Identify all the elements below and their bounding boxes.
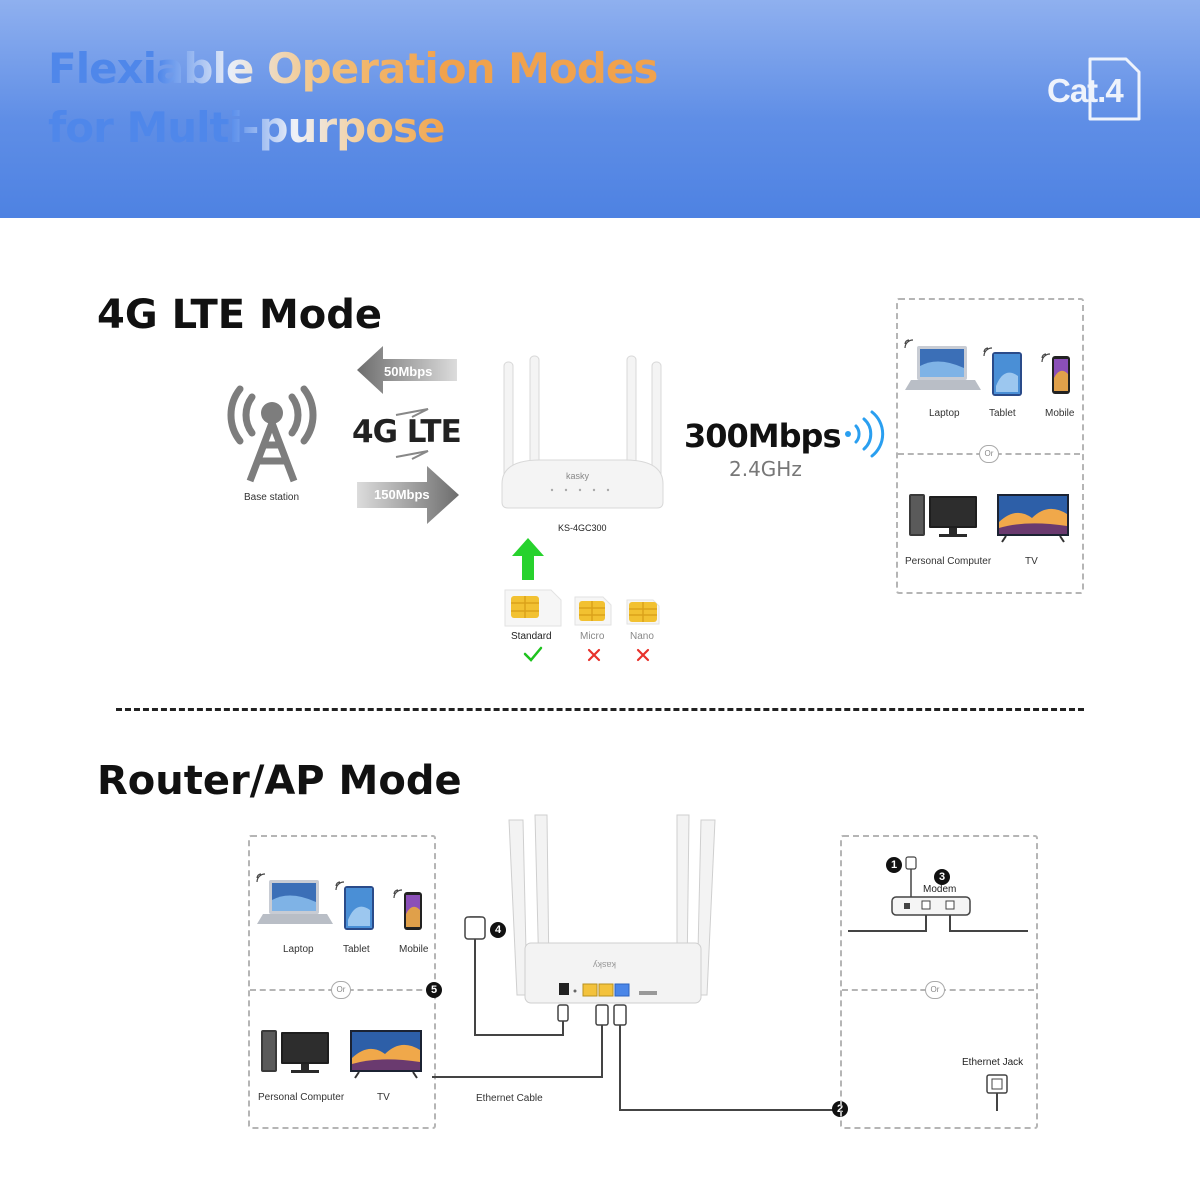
cross-icon bbox=[636, 648, 650, 662]
step-marker-5: 5 bbox=[426, 982, 442, 998]
ethernet-jack-label: Ethernet Jack bbox=[962, 1057, 1024, 1068]
headline-line-2: for Multi-purpose bbox=[48, 103, 446, 152]
lte-label: 4G LTE bbox=[352, 414, 462, 450]
tv-icon bbox=[350, 1030, 422, 1079]
step-marker-1: 1 bbox=[886, 857, 902, 873]
wifi-band-label: 2.4GHz bbox=[729, 457, 802, 481]
header-banner bbox=[0, 0, 1200, 218]
lte-device-label-tablet: Tablet bbox=[989, 408, 1016, 419]
laptop-icon bbox=[904, 339, 981, 390]
modem-label: Modem bbox=[923, 884, 957, 895]
tablet-icon bbox=[983, 347, 1022, 396]
lte-device-label-tv: TV bbox=[1025, 556, 1038, 567]
ethernet-cable-lines bbox=[432, 916, 840, 1111]
ap-device-label-pc: Personal Computer bbox=[258, 1092, 345, 1103]
sim-micro-label: Micro bbox=[580, 631, 605, 642]
tablet-icon bbox=[335, 881, 374, 930]
micro-sim-icon bbox=[574, 596, 612, 626]
personal-computer-icon bbox=[909, 494, 977, 537]
upload-speed-label: 50Mbps bbox=[384, 364, 433, 379]
ap-device-label-tv: TV bbox=[377, 1092, 390, 1103]
green-up-arrow-icon bbox=[512, 538, 544, 580]
base-station-label: Base station bbox=[244, 492, 300, 503]
router-mode-title: Router/AP Mode bbox=[97, 758, 462, 804]
headline-line-1: Flexiable Operation Modes bbox=[48, 44, 658, 93]
ap-device-label-mobile: Mobile bbox=[399, 944, 429, 955]
step-marker-3: 3 bbox=[934, 869, 950, 885]
lte-mode-title: 4G LTE Mode bbox=[97, 292, 383, 338]
ap-or-badge: Or bbox=[331, 981, 351, 999]
modem-icon bbox=[848, 856, 1028, 932]
check-icon bbox=[523, 646, 543, 662]
standard-sim-icon bbox=[504, 589, 562, 627]
ap-device-label-tablet: Tablet bbox=[343, 944, 370, 955]
download-arrow-icon bbox=[357, 466, 459, 524]
lte-device-label-pc: Personal Computer bbox=[905, 556, 992, 567]
sim-standard-label: Standard bbox=[511, 631, 552, 642]
modem-or-badge: Or bbox=[925, 981, 945, 999]
cat4-badge-icon bbox=[1088, 57, 1141, 121]
personal-computer-icon bbox=[261, 1030, 329, 1073]
modem-box bbox=[840, 835, 1038, 1129]
wifi-speed-label: 300Mbps bbox=[684, 417, 841, 455]
mobile-icon bbox=[393, 889, 422, 930]
lte-device-label-mobile: Mobile bbox=[1045, 408, 1075, 419]
lightning-icon bbox=[395, 408, 429, 460]
cat4-badge-text: Cat.4 bbox=[1047, 72, 1124, 109]
section-separator bbox=[116, 708, 1084, 711]
lte-devices-box bbox=[896, 298, 1084, 594]
lte-router-brand: kasky bbox=[566, 471, 590, 481]
laptop-icon bbox=[256, 873, 333, 924]
lte-device-label-laptop: Laptop bbox=[929, 408, 960, 419]
ap-router-icon bbox=[508, 814, 716, 1004]
base-station-icon bbox=[227, 385, 317, 483]
mobile-icon bbox=[1041, 353, 1070, 394]
nano-sim-icon bbox=[626, 599, 660, 625]
step-marker-4: 4 bbox=[490, 922, 506, 938]
ethernet-cable-label: Ethernet Cable bbox=[476, 1093, 543, 1104]
wifi-signal-icon bbox=[845, 410, 885, 458]
lte-router-icon bbox=[501, 355, 664, 509]
sim-nano-label: Nano bbox=[630, 631, 654, 642]
lte-or-badge: Or bbox=[979, 445, 999, 463]
download-speed-label: 150Mbps bbox=[374, 487, 430, 502]
router-model-label: KS-4GC300 bbox=[558, 523, 607, 533]
ap-device-label-laptop: Laptop bbox=[283, 944, 314, 955]
ethernet-jack-icon bbox=[986, 1074, 1008, 1111]
cross-icon bbox=[587, 648, 601, 662]
upload-arrow-icon bbox=[357, 346, 457, 394]
tv-icon bbox=[997, 494, 1069, 543]
power-adapter-icon bbox=[464, 916, 486, 940]
